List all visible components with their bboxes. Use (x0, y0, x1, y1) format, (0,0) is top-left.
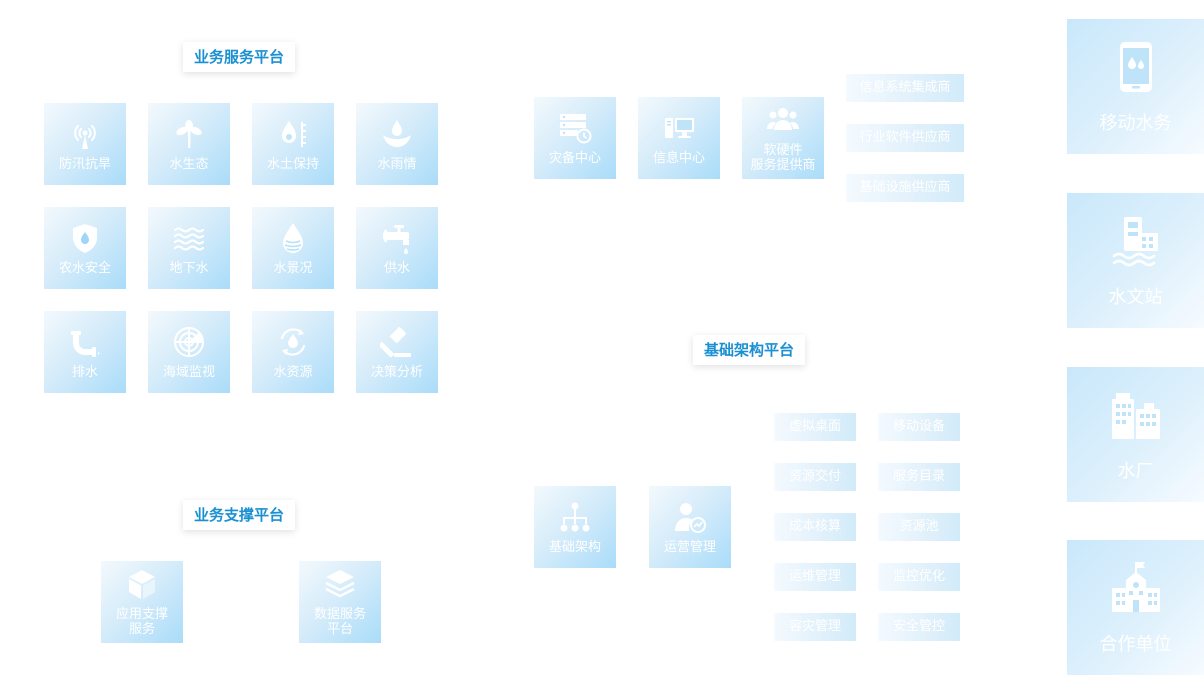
tile-water-resources[interactable]: 水资源 (252, 311, 334, 393)
tile-label: 地下水 (169, 260, 209, 276)
tile-decision-analysis[interactable]: 决策分析 (356, 311, 438, 393)
chip-info-system-integrator[interactable]: 信息系统集成商 (846, 74, 964, 102)
tile-groundwater[interactable]: 地下水 (148, 207, 230, 289)
shield-drop-icon (68, 221, 102, 255)
tile-label: 水土保持 (266, 156, 319, 172)
section-label-infrastructure: 基础架构平台 (693, 335, 806, 365)
tile-operations-management[interactable]: 运营管理 (649, 486, 731, 568)
tile-water-scene[interactable]: 水景况 (252, 207, 334, 289)
radar-icon (172, 325, 206, 359)
chip-resource-pool[interactable]: 资源池 (878, 513, 960, 541)
tile-label: 运营管理 (663, 539, 716, 555)
side-card-label: 合作单位 (1099, 633, 1172, 655)
tile-label: 排水 (71, 364, 98, 380)
side-card-hydrology-station[interactable]: 水文站 (1067, 193, 1204, 328)
chip-virtual-desktop[interactable]: 虚拟桌面 (774, 413, 856, 441)
tile-sea-area-monitoring[interactable]: 海域监视 (148, 311, 230, 393)
tile-label: 供水 (383, 260, 410, 276)
cube-icon (125, 567, 159, 601)
section-label-business-service: 业务服务平台 (183, 42, 296, 72)
tile-flood-drought[interactable]: 防汛抗旱 (44, 103, 126, 185)
tile-label: 水资源 (273, 364, 313, 380)
tile-disaster-recovery-center[interactable]: 灾备中心 (534, 97, 616, 179)
side-card-water-plant[interactable]: 水厂 (1067, 367, 1204, 502)
tile-data-service-platform[interactable]: 数据服务平台 (299, 561, 381, 643)
tile-water-supply[interactable]: 供水 (356, 207, 438, 289)
chip-industry-software-supplier[interactable]: 行业软件供应商 (846, 124, 964, 152)
tile-farm-water-safety[interactable]: 农水安全 (44, 207, 126, 289)
drain-pipe-icon (68, 325, 102, 359)
antenna-icon (68, 117, 102, 151)
section-label-business-support: 业务支撑平台 (183, 500, 296, 530)
mobile-drop-icon (1108, 39, 1164, 95)
tile-label: 海域监视 (162, 364, 215, 380)
recycle-drop-icon (276, 325, 310, 359)
side-card-label: 移动水务 (1099, 112, 1172, 134)
buildings-icon (1108, 387, 1164, 443)
chip-mobile-device[interactable]: 移动设备 (878, 413, 960, 441)
tile-infrastructure[interactable]: 基础架构 (534, 486, 616, 568)
tile-soil-water-conservation[interactable]: 水土保持 (252, 103, 334, 185)
side-card-mobile-water[interactable]: 移动水务 (1067, 19, 1204, 154)
chip-monitoring-optimization[interactable]: 监控优化 (878, 563, 960, 591)
tile-label: 数据服务平台 (313, 607, 366, 637)
sprout-icon (172, 117, 206, 151)
chip-resource-delivery[interactable]: 资源交付 (774, 463, 856, 491)
school-building-icon (1108, 560, 1164, 616)
tile-drainage[interactable]: 排水 (44, 311, 126, 393)
user-chart-icon (673, 500, 707, 534)
gavel-icon (380, 325, 414, 359)
side-card-partner-units[interactable]: 合作单位 (1067, 540, 1204, 675)
side-card-label: 水文站 (1108, 286, 1163, 308)
tile-information-center[interactable]: 信息中心 (638, 97, 720, 179)
tile-app-support-service[interactable]: 应用支撑服务 (101, 561, 183, 643)
tile-label: 水景况 (273, 260, 313, 276)
tile-water-ecology[interactable]: 水生态 (148, 103, 230, 185)
chip-infrastructure-supplier[interactable]: 基础设施供应商 (846, 174, 964, 202)
chip-security-control[interactable]: 安全管控 (878, 613, 960, 641)
tile-label: 决策分析 (370, 364, 423, 380)
layered-drop-icon (276, 221, 310, 255)
org-chart-icon (558, 500, 592, 534)
tile-label: 灾备中心 (548, 150, 601, 166)
server-clock-icon (558, 111, 592, 145)
chip-cost-accounting[interactable]: 成本核算 (774, 513, 856, 541)
computer-icon (662, 111, 696, 145)
tile-label: 信息中心 (652, 150, 705, 166)
tile-label: 防汛抗旱 (58, 156, 111, 172)
water-gauge-icon (276, 117, 310, 151)
tile-label: 水雨情 (377, 156, 417, 172)
tile-label: 应用支撑服务 (115, 607, 168, 637)
chip-ops-management[interactable]: 运维管理 (774, 563, 856, 591)
water-drop-bowl-icon (380, 117, 414, 151)
tile-hardware-software-provider[interactable]: 软硬件服务提供商 (742, 97, 824, 179)
hydrology-station-icon (1108, 213, 1164, 269)
tile-label: 软硬件服务提供商 (750, 143, 816, 173)
tile-label: 农水安全 (58, 260, 111, 276)
chip-disaster-tolerance-management[interactable]: 容灾管理 (774, 613, 856, 641)
faucet-icon (380, 221, 414, 255)
chip-service-catalog[interactable]: 服务目录 (878, 463, 960, 491)
tile-water-rain-info[interactable]: 水雨情 (356, 103, 438, 185)
tile-label: 水生态 (169, 156, 209, 172)
people-icon (766, 103, 800, 137)
side-card-label: 水厂 (1117, 460, 1154, 482)
layers-icon (323, 567, 357, 601)
waves-icon (172, 221, 206, 255)
tile-label: 基础架构 (548, 539, 601, 555)
